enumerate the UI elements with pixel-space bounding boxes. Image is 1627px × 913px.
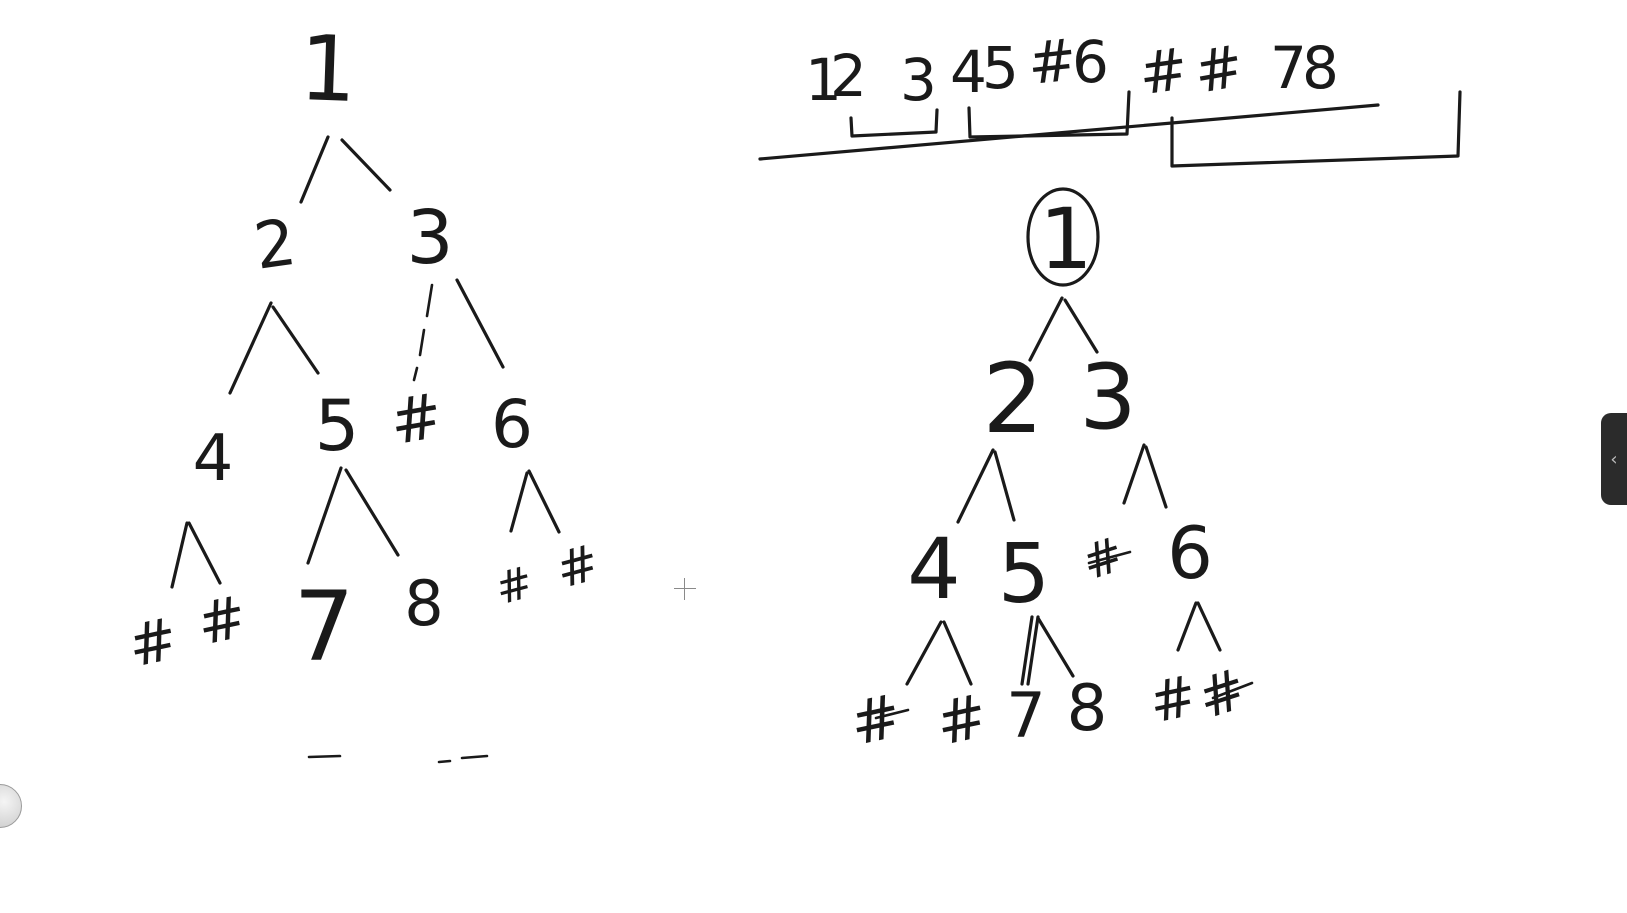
edge-1-2 — [299, 135, 330, 204]
left-node-null-4-left: # — [122, 604, 184, 681]
right-node-3: 3 — [1079, 345, 1136, 450]
right-edge-4-null-left — [905, 620, 943, 686]
right-strike-null-3 — [1087, 550, 1132, 565]
seq-token-11: 8 — [1302, 34, 1339, 102]
right-edge-1-2 — [1028, 296, 1064, 362]
right-tree: 1 2 3 4 5 # 6 # # 7 8 # # — [844, 187, 1255, 760]
left-node-null-3-left: # — [384, 378, 448, 459]
left-node-2: 2 — [250, 206, 301, 285]
seq-token-2: 2 — [830, 42, 867, 110]
right-edge-2-5 — [993, 450, 1016, 522]
right-edge-1-3 — [1063, 298, 1099, 354]
right-node-7: 7 — [1006, 679, 1045, 752]
left-tree: 1 2 3 4 5 # 6 # # 7 8 # # — [122, 16, 605, 764]
left-node-5: 5 — [315, 385, 360, 467]
left-node-4: 4 — [193, 422, 234, 496]
edge-3-6 — [455, 278, 505, 369]
left-stray-dash-2 — [437, 754, 489, 764]
serialized-sequence: 1 2 3 4 5 # 6 # # 7 8 — [758, 25, 1462, 168]
right-edge-4-null-right — [942, 620, 973, 686]
right-edge-5-7 — [1020, 615, 1040, 686]
right-node-2: 2 — [982, 343, 1043, 455]
seq-token-1: 1 — [805, 46, 842, 114]
seq-bracket-level-3 — [967, 90, 1131, 139]
right-edge-6-null-left — [1176, 601, 1198, 652]
left-node-3: 3 — [406, 195, 453, 281]
right-edge-5-8 — [1036, 616, 1075, 678]
right-edge-2-4 — [956, 448, 995, 524]
left-node-8: 8 — [404, 567, 443, 640]
left-node-null-4-right: # — [191, 582, 253, 659]
seq-token-5: 5 — [982, 34, 1019, 102]
right-node-4: 4 — [907, 520, 960, 618]
seq-token-9: # — [1189, 32, 1249, 107]
seq-token-4: 4 — [950, 38, 987, 106]
edge-4-null-left — [170, 521, 189, 589]
edge-2-4 — [228, 301, 273, 395]
left-node-null-6-left: # — [490, 557, 539, 616]
edge-4-null-right — [187, 521, 222, 585]
right-strike-null-6-right — [1211, 681, 1254, 700]
left-tree-edges — [170, 135, 561, 589]
seq-token-7: 6 — [1072, 28, 1109, 96]
seq-token-6: # — [1024, 25, 1079, 98]
left-node-6: 6 — [491, 386, 533, 463]
right-tree-edges — [905, 296, 1222, 686]
right-node-null-4-left: # — [844, 681, 908, 760]
right-node-1: 1 — [1039, 190, 1092, 288]
seq-token-10: 7 — [1270, 34, 1307, 102]
right-node-6: 6 — [1167, 511, 1213, 595]
seq-bracket-level-4 — [1170, 90, 1462, 168]
right-edge-6-null-right — [1196, 601, 1222, 652]
seq-token-3: 3 — [900, 46, 937, 114]
seq-token-8: # — [1135, 34, 1193, 108]
edge-5-7 — [306, 466, 343, 565]
right-edge-3-6 — [1144, 445, 1168, 509]
edge-1-3 — [340, 138, 392, 192]
edge-5-8 — [344, 468, 400, 557]
right-root-circle — [1026, 187, 1100, 287]
left-node-7: 7 — [293, 571, 354, 683]
edge-6-null-left — [509, 471, 529, 533]
right-strike-null-4-left — [874, 708, 910, 720]
edge-2-5 — [271, 305, 320, 375]
edge-3-null — [412, 283, 434, 382]
side-panel-toggle[interactable]: ‹ — [1601, 413, 1627, 505]
crosshair-icon — [674, 578, 696, 600]
right-node-8: 8 — [1067, 672, 1108, 746]
chevron-left-icon: ‹ — [1610, 448, 1618, 470]
left-node-null-6-right: # — [550, 533, 605, 600]
seq-bracket-level-2 — [849, 108, 939, 138]
right-node-5: 5 — [998, 527, 1050, 622]
left-stray-dash-1 — [307, 754, 342, 759]
right-node-null-4-right: # — [930, 681, 994, 760]
left-node-1: 1 — [298, 16, 359, 123]
edge-6-null-right — [527, 469, 561, 534]
right-edge-3-null — [1122, 443, 1146, 505]
